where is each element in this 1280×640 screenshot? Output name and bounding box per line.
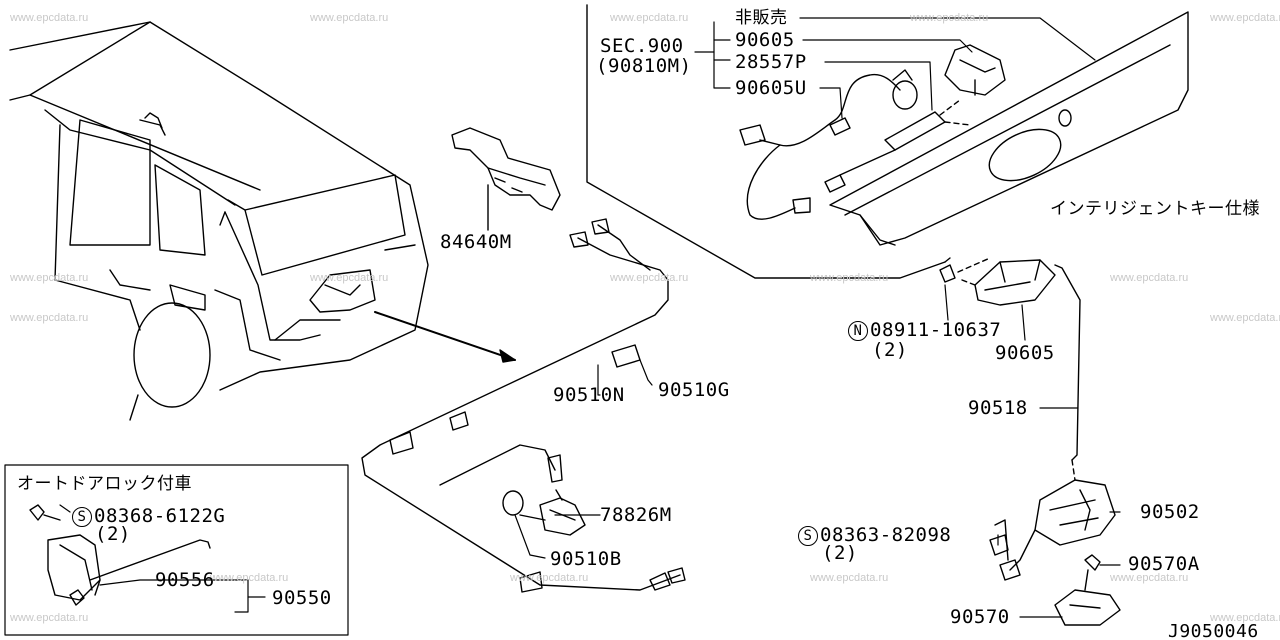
label-intelligent-key: インテリジェントキー仕様 [1050, 199, 1260, 219]
cable-90510n-drawing [361, 218, 686, 593]
garnish-drawing [829, 11, 1189, 246]
watermark: www.epcdata.ru [810, 272, 889, 284]
watermark: www.epcdata.ru [310, 272, 389, 284]
label-90510b: 90510B [550, 548, 622, 570]
label-sec-ref-sub: (90810M) [596, 55, 692, 77]
watermark: www.epcdata.ru [610, 272, 689, 284]
screw-s2-code: 08363-82098 [820, 524, 952, 546]
watermark: www.epcdata.ru [10, 312, 89, 324]
label-90570: 90570 [950, 606, 1010, 628]
label-90605-top: 90605 [735, 29, 795, 51]
leader-lines [59, 17, 1121, 618]
screw-s1-code: 08368-6122G [94, 505, 226, 527]
rod-90518-drawing [1054, 264, 1081, 461]
watermark: www.epcdata.ru [1110, 272, 1189, 284]
label-screw-s2-qty: (2) [822, 542, 858, 564]
lock-90502-drawing [989, 479, 1116, 581]
watermark: www.epcdata.ru [210, 572, 289, 584]
watermark: www.epcdata.ru [910, 12, 989, 24]
label-90605-mid: 90605 [995, 342, 1055, 364]
label-90502: 90502 [1140, 501, 1200, 523]
label-90556: 90556 [155, 569, 215, 591]
label-90510g: 90510G [658, 379, 730, 401]
watermark: www.epcdata.ru [10, 612, 89, 624]
vehicle-drawing [9, 21, 516, 421]
mid-handle-drawing [939, 257, 1056, 306]
label-28557p: 28557P [735, 51, 807, 73]
striker-90570-drawing [1054, 554, 1121, 626]
label-90510n: 90510N [553, 384, 625, 406]
auto-lock-title: オートドアロック付車 [17, 474, 192, 494]
label-90605u: 90605U [735, 77, 807, 99]
watermark: www.epcdata.ru [610, 12, 689, 24]
label-screw-s1-qty: (2) [95, 523, 131, 545]
label-90518: 90518 [968, 397, 1028, 419]
bolt-symbol-n: N [848, 321, 868, 341]
label-bolt-n-qty: (2) [872, 339, 908, 361]
watermark: www.epcdata.ru [1210, 612, 1280, 624]
watermark: www.epcdata.ru [510, 572, 589, 584]
watermark: www.epcdata.ru [810, 572, 889, 584]
assembly-outline [586, 4, 946, 279]
label-sec-ref: SEC.900 [600, 35, 684, 57]
label-90550: 90550 [272, 587, 332, 609]
watermark: www.epcdata.ru [10, 272, 89, 284]
diagram-id: J9050046 [1168, 621, 1259, 640]
watermark: www.epcdata.ru [1210, 312, 1280, 324]
upper-handle-drawing [739, 44, 1006, 220]
screw-symbol-s1: S [72, 507, 92, 527]
actuator-78826m-drawing [502, 489, 586, 536]
watermark: www.epcdata.ru [10, 12, 89, 24]
watermark: www.epcdata.ru [1210, 12, 1280, 24]
bracket-84640m-drawing [451, 127, 561, 231]
label-84640m: 84640M [440, 231, 512, 253]
bolt-n-code: 08911-10637 [870, 319, 1002, 341]
label-not-for-sale: 非販売 [735, 8, 788, 28]
watermark: www.epcdata.ru [310, 12, 389, 24]
screw-symbol-s2: S [798, 526, 818, 546]
label-78826m: 78826M [600, 504, 672, 526]
watermark: www.epcdata.ru [1110, 572, 1189, 584]
label-90570a: 90570A [1128, 553, 1200, 575]
auto-lock-box [4, 464, 349, 636]
